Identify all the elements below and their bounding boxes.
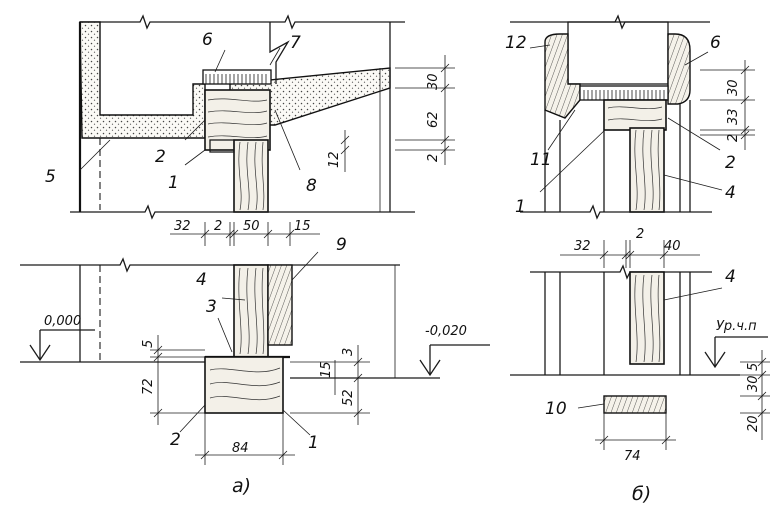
dim-b-30: 30 <box>726 79 741 96</box>
callout-11: 11 <box>530 150 552 170</box>
labels-a: 6 7 5 2 1 8 9 4 3 2 1 0,000 -0,020 <box>44 30 467 453</box>
callout-5: 5 <box>45 167 56 187</box>
dim-a-2-mid: 2 <box>214 219 222 234</box>
detail-b <box>510 14 770 450</box>
callout-12: 12 <box>505 33 527 53</box>
callout-10: 10 <box>545 399 567 419</box>
callout-1-a-top: 1 <box>168 173 179 193</box>
dim-a-15b: 15 <box>319 361 334 378</box>
labels-b: 12 6 11 2 1 4 4 10 Ур.ч.п <box>505 33 757 419</box>
sill-block-a <box>204 356 284 414</box>
callout-1-b: 1 <box>515 197 526 217</box>
dim-a-62: 62 <box>426 111 441 128</box>
dim-a-50: 50 <box>243 219 260 234</box>
dim-b-2-mid: 2 <box>636 227 644 242</box>
callout-9: 9 <box>336 235 347 255</box>
dim-b-74: 74 <box>624 449 641 464</box>
seal-strip-a <box>202 69 272 85</box>
dim-b-5: 5 <box>746 363 761 371</box>
callout-2-a-bottom: 2 <box>170 430 181 450</box>
dim-b-33: 33 <box>726 108 741 125</box>
callout-4-b-bottom: 4 <box>725 267 736 287</box>
dim-b-30b: 30 <box>746 375 761 392</box>
dim-a-72: 72 <box>141 378 156 395</box>
dim-a-5: 5 <box>141 340 156 348</box>
callout-4-b-top: 4 <box>725 183 736 203</box>
dim-a-30: 30 <box>426 73 441 90</box>
callout-3: 3 <box>206 297 217 317</box>
caption-a: а) <box>232 475 251 497</box>
dim-a-52: 52 <box>341 389 356 406</box>
dim-a-15: 15 <box>294 219 311 234</box>
caption-b: б) <box>632 483 651 505</box>
callout-7: 7 <box>290 33 301 53</box>
callout-4-a: 4 <box>196 270 207 290</box>
frame-6-b <box>667 33 691 105</box>
dim-a-32: 32 <box>174 219 191 234</box>
level-mark-ur: Ур.ч.п <box>716 319 757 334</box>
dim-a-84: 84 <box>232 441 249 456</box>
dim-a-12: 12 <box>327 151 342 168</box>
dim-b-32: 32 <box>574 239 591 254</box>
callout-6-b: 6 <box>710 33 721 53</box>
level-mark-neg: -0,020 <box>425 324 467 339</box>
insulation-left <box>79 21 206 139</box>
dim-a-2-top: 2 <box>426 154 441 162</box>
callout-8: 8 <box>306 176 317 196</box>
callout-2-b: 2 <box>725 153 736 173</box>
callout-1-a-bottom: 1 <box>308 433 319 453</box>
frame-12-b <box>544 33 581 119</box>
threshold-10 <box>603 395 667 414</box>
dim-b-20: 20 <box>746 415 761 432</box>
dims-b: 30 33 2 32 2 40 5 30 20 74 <box>574 79 761 464</box>
callout-6-a: 6 <box>202 30 213 50</box>
detail-a <box>20 14 490 465</box>
dim-a-3: 3 <box>341 348 356 356</box>
dim-b-2: 2 <box>726 134 741 142</box>
frame-2-b <box>603 99 667 131</box>
level-mark-zero: 0,000 <box>44 314 81 329</box>
board-9 <box>267 264 293 346</box>
callout-2-a-top: 2 <box>155 147 166 167</box>
dims-a: 30 62 2 12 32 2 50 15 5 72 3 15 52 84 <box>141 73 441 456</box>
dim-b-40: 40 <box>664 239 681 254</box>
